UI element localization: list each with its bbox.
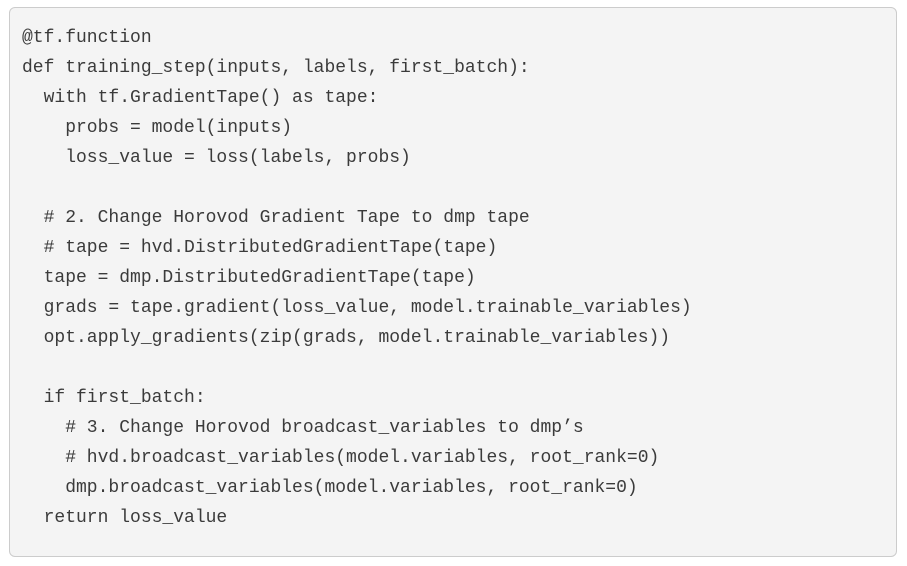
- code-line: return loss_value: [22, 508, 228, 528]
- code-line: @tf.function: [22, 28, 152, 48]
- code-line: tape = dmp.DistributedGradientTape(tape): [22, 268, 476, 288]
- code-line: # tape = hvd.DistributedGradientTape(tap…: [22, 238, 498, 258]
- code-line: with tf.GradientTape() as tape:: [22, 88, 379, 108]
- code-line: probs = model(inputs): [22, 118, 293, 138]
- code-line: # 2. Change Horovod Gradient Tape to dmp…: [22, 208, 530, 228]
- code-line: grads = tape.gradient(loss_value, model.…: [22, 298, 692, 318]
- code-line: if first_batch:: [22, 388, 206, 408]
- code-line: [22, 353, 884, 383]
- code-block: @tf.function def training_step(inputs, l…: [9, 7, 897, 557]
- code-line: # hvd.broadcast_variables(model.variable…: [22, 448, 660, 468]
- code-line: dmp.broadcast_variables(model.variables,…: [22, 478, 638, 498]
- code-line: # 3. Change Horovod broadcast_variables …: [22, 418, 584, 438]
- code-line: [22, 173, 884, 203]
- code-line: opt.apply_gradients(zip(grads, model.tra…: [22, 328, 671, 348]
- code-line: loss_value = loss(labels, probs): [22, 148, 411, 168]
- code-line: def training_step(inputs, labels, first_…: [22, 58, 530, 78]
